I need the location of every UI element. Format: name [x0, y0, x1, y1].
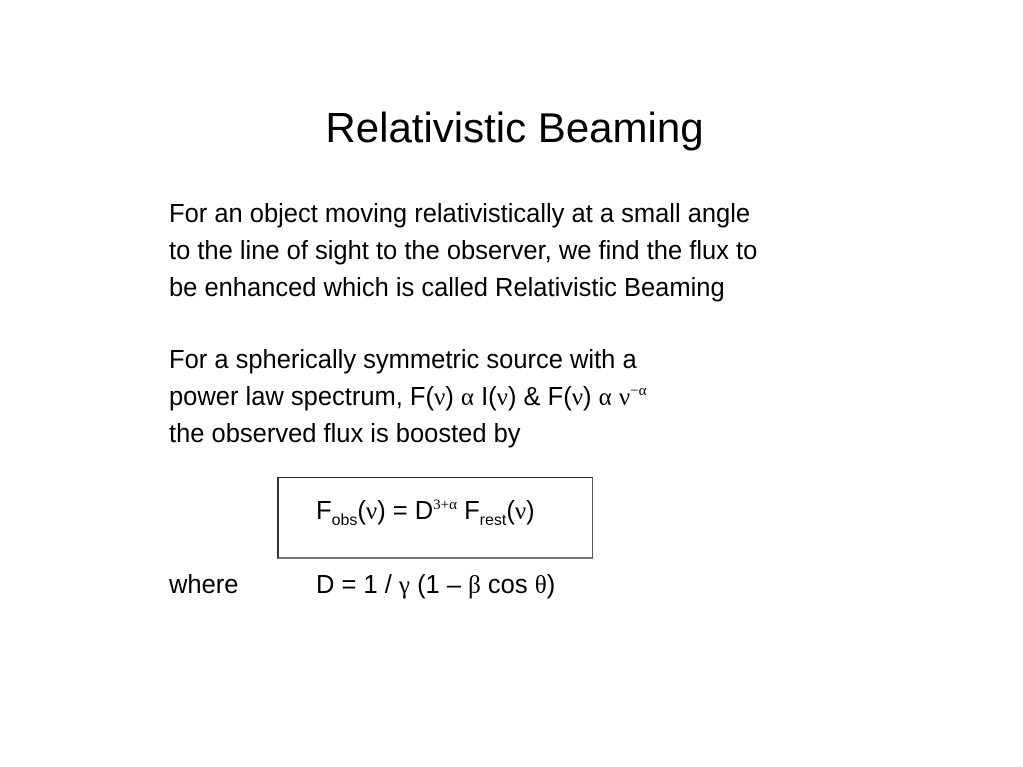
- intro-paragraph: For an object moving relativistically at…: [169, 196, 757, 307]
- spectrum-paragraph: For a spherically symmetric source with …: [169, 342, 646, 453]
- exponent: 3+α: [433, 497, 457, 513]
- where-label: where: [169, 571, 239, 599]
- text-segment: ) & F(: [507, 383, 572, 411]
- text-segment: I(: [474, 383, 497, 411]
- nu-symbol: ν: [571, 384, 584, 411]
- nu-symbol: ν: [514, 498, 527, 525]
- proportional-symbol: α: [460, 384, 474, 411]
- text-segment: ) = D: [377, 497, 434, 525]
- slide-title: Relativistic Beaming: [325, 104, 704, 151]
- nu-symbol: ν: [434, 384, 446, 411]
- formula-box: [277, 477, 593, 559]
- text-segment: ): [546, 571, 556, 599]
- subscript-obs: obs: [331, 512, 358, 529]
- text-segment: cos: [480, 571, 535, 599]
- nu-symbol: ν: [365, 498, 378, 525]
- text-segment: (1 –: [409, 571, 469, 599]
- nu-symbol: ν: [496, 384, 508, 411]
- spectrum-line-1: For a spherically symmetric source with …: [169, 346, 637, 374]
- text-segment: power law spectrum,: [169, 383, 410, 411]
- gamma-symbol: γ: [398, 572, 410, 599]
- exponent: −α: [630, 383, 647, 399]
- intro-line-2: to the line of sight to the observer, we…: [169, 237, 758, 265]
- text-segment: ): [445, 383, 461, 411]
- text-segment: ): [526, 497, 535, 525]
- theta-symbol: θ: [534, 572, 547, 599]
- text-segment: [612, 383, 619, 411]
- proportional-symbol: α: [598, 384, 612, 411]
- text-segment: F: [316, 497, 332, 525]
- intro-line-3: be enhanced which is called Relativistic…: [169, 274, 725, 302]
- text-segment: F(: [409, 383, 434, 411]
- beta-symbol: β: [468, 572, 481, 599]
- intro-line-1: For an object moving relativistically at…: [169, 200, 751, 228]
- subscript-rest: rest: [479, 512, 507, 529]
- spectrum-line-3: the observed flux is boosted by: [169, 420, 521, 448]
- text-segment: (: [506, 497, 515, 525]
- beaming-formula: Fobs(ν) = D3+α Frest(ν): [316, 493, 535, 530]
- spectrum-line-2: power law spectrum, F(ν) α I(ν) & F(ν) α…: [169, 379, 646, 416]
- text-segment: D = 1 /: [316, 571, 399, 599]
- text-segment: (: [357, 497, 366, 525]
- text-segment: ): [583, 383, 599, 411]
- nu-symbol: ν: [618, 384, 631, 411]
- doppler-equation: D = 1 / γ (1 – β cos θ): [316, 567, 555, 604]
- text-segment: F: [456, 497, 480, 525]
